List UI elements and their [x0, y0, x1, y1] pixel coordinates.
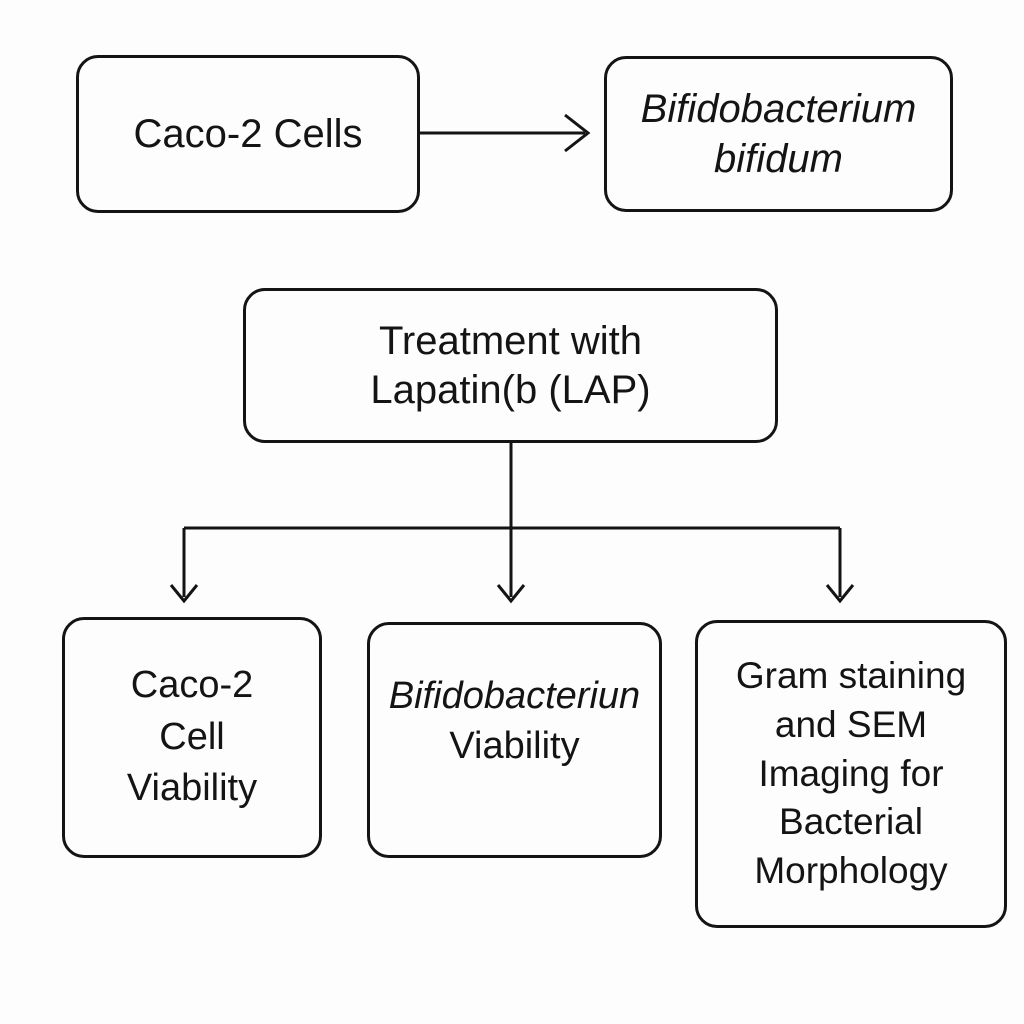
node-bifidobacterium-bifidum-line2: bifidum — [714, 137, 843, 181]
node-caco2-cell-viability-line1: Caco-2 — [130, 663, 254, 706]
node-treatment-lap: Treatment with Lapatin(b (LAP) — [243, 288, 778, 443]
arrow-to-caco2-viability — [169, 528, 199, 604]
node-caco2-cell-viability-line2: Cell — [159, 715, 225, 758]
node-treatment-lap-line1: Treatment with — [378, 318, 643, 363]
node-bifidobacterium-bifidum-line1: Bifidobacterium — [640, 86, 917, 131]
node-gram-staining-sem: Gram staining and SEM Imaging for Bacter… — [695, 620, 1007, 928]
node-caco2-cells: Caco-2 Cells — [76, 55, 420, 213]
node-gram-staining-sem-line1: Gram staining — [735, 654, 967, 696]
node-bifidobacterium-viability-line1: Bifidobacteriun — [388, 675, 641, 717]
node-bifidobacterium-viability-line2: Viability — [449, 725, 580, 768]
arrow-to-bifido-viability — [496, 528, 526, 604]
arrow-caco2-to-bifidum — [420, 113, 591, 153]
node-treatment-lap-line2: Lapatin(b (LAP) — [370, 367, 651, 412]
node-gram-staining-sem-line2: and SEM — [774, 703, 928, 745]
node-caco2-cells-label: Caco-2 Cells — [133, 111, 363, 156]
node-bifidobacterium-bifidum: Bifidobacterium bifidum — [604, 56, 953, 212]
node-gram-staining-sem-line4: Bacterial — [779, 801, 923, 843]
node-caco2-cell-viability-line3: Viability — [126, 767, 258, 810]
node-gram-staining-sem-line3: Imaging for — [758, 752, 944, 794]
node-bifidobacterium-viability: Bifidobacteriun Viability — [367, 622, 662, 858]
connector-treatment-branch — [184, 443, 840, 530]
node-caco2-cell-viability: Caco-2 Cell Viability — [62, 617, 322, 858]
arrow-to-gram-sem — [825, 528, 855, 604]
node-gram-staining-sem-line5: Morphology — [754, 850, 948, 892]
